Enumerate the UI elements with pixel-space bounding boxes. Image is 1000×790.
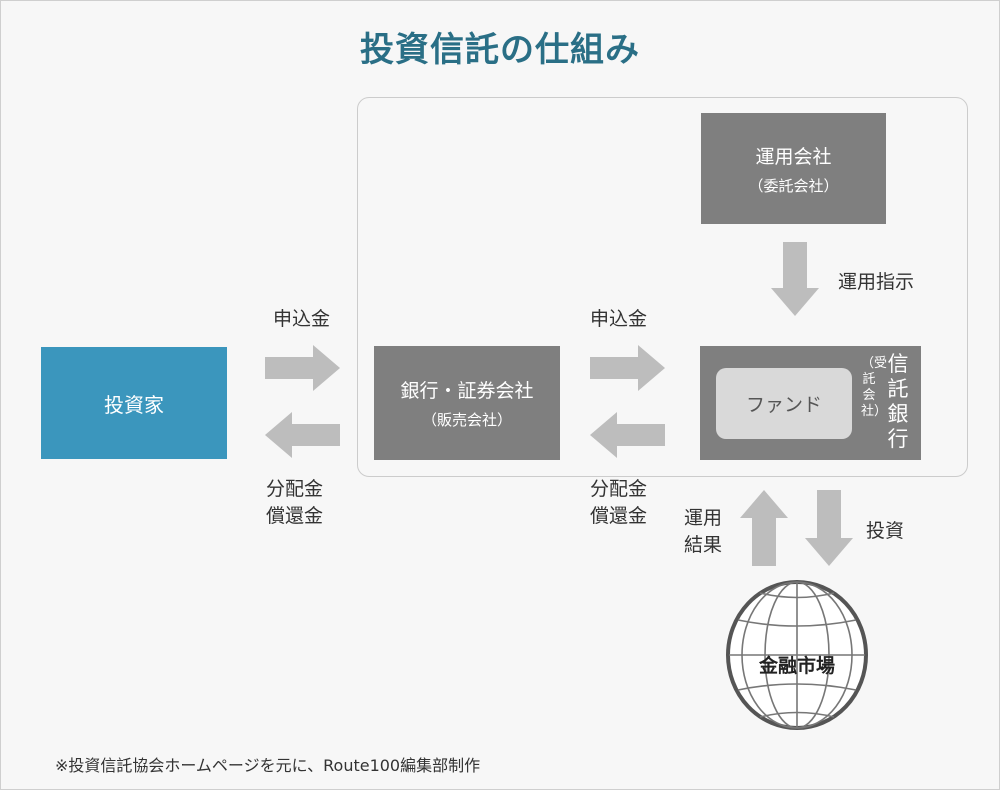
trust-sub-text: （受託会社）	[861, 356, 888, 419]
result-line2: 結果	[684, 534, 723, 556]
management-company-box: 運用会社 （委託会社）	[701, 113, 886, 224]
globe-icon	[726, 580, 868, 730]
dist-label-right: 分配金 償還金	[590, 476, 647, 530]
result-arrow-up	[740, 490, 788, 566]
management-sublabel: （委託会社）	[748, 176, 839, 195]
trust-main-text: 信託銀行	[887, 352, 909, 451]
trust-bank-label: 信託銀行	[884, 352, 912, 452]
dist-label-left: 分配金 償還金	[266, 476, 323, 530]
source-footnote: ※投資信託協会ホームページを元に、Route100編集部制作	[55, 756, 481, 775]
bank-securities-box: 銀行・証券会社 （販売会社）	[374, 346, 560, 460]
bank-label: 銀行・証券会社	[400, 380, 534, 402]
invest-arrow-down	[805, 490, 853, 566]
management-label: 運用会社	[755, 145, 832, 168]
diagram-title: 投資信託の仕組み	[360, 30, 640, 70]
investor-box: 投資家	[41, 347, 227, 459]
apply-label-right: 申込金	[590, 308, 648, 330]
invest-label: 投資	[866, 520, 905, 542]
bank-sublabel: （販売会社）	[421, 411, 512, 429]
result-line1: 運用	[684, 507, 723, 529]
financial-market-label: 金融市場	[758, 655, 835, 677]
instruction-arrow-down	[771, 242, 819, 316]
trust-bank-sublabel: （受託会社）	[861, 356, 887, 420]
result-label: 運用 結果	[684, 505, 722, 559]
apply-label-left: 申込金	[273, 308, 331, 330]
fund-box: ファンド	[716, 368, 852, 439]
distribution-arrow-right	[590, 412, 665, 458]
apply-arrow-left	[265, 345, 340, 391]
instruction-label: 運用指示	[838, 271, 915, 293]
dist-left-line1: 分配金	[266, 478, 324, 500]
distribution-arrow-left	[265, 412, 340, 458]
investor-label: 投資家	[104, 392, 164, 417]
dist-right-line2: 償還金	[590, 505, 648, 527]
dist-right-line1: 分配金	[590, 478, 648, 500]
dist-left-line2: 償還金	[266, 505, 324, 527]
apply-arrow-right	[590, 345, 665, 391]
